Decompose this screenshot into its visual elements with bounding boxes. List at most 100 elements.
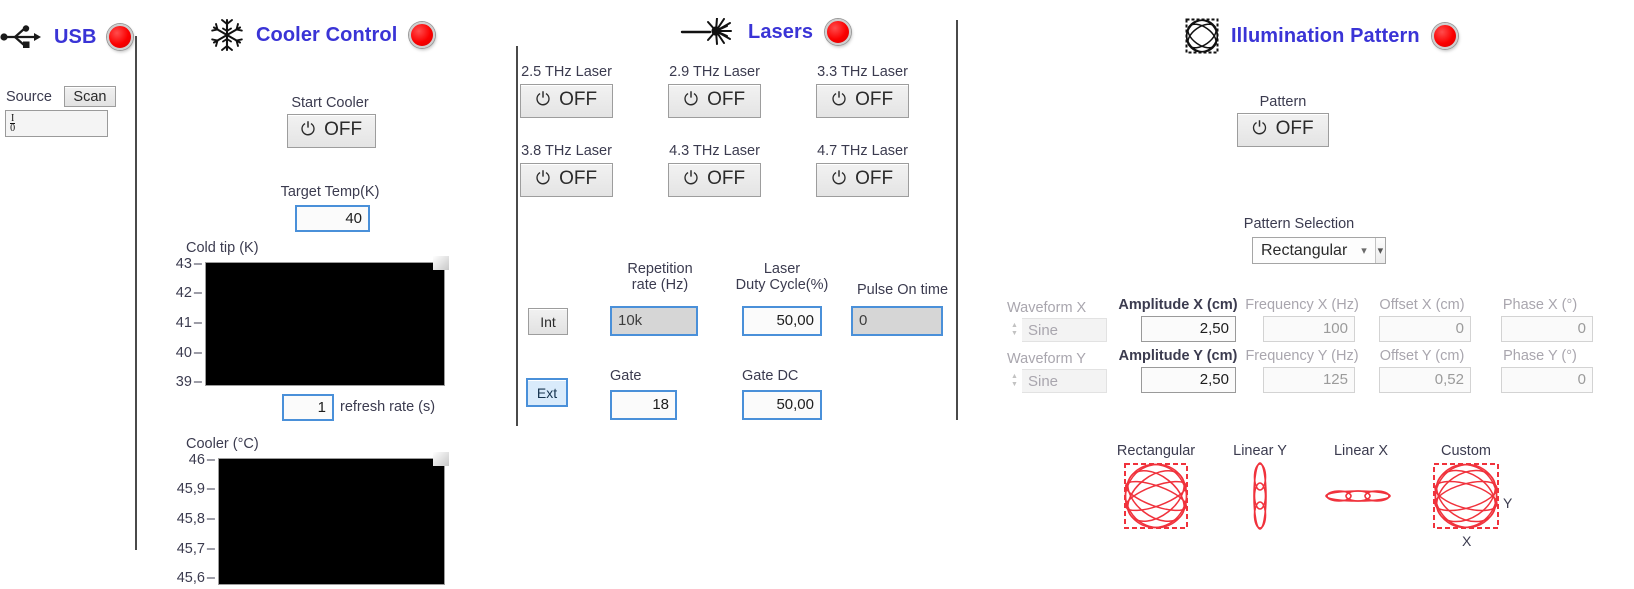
pattern-selection-label: Pattern Selection xyxy=(1243,216,1355,232)
y-tick: 42 xyxy=(176,285,205,301)
gate-dc-label: Gate DC xyxy=(742,368,799,384)
frequency-y-input[interactable] xyxy=(1263,367,1355,393)
thumbnail-custom[interactable]: Custom Y X xyxy=(1431,443,1527,549)
laser-cell: 2.5 THz Laser ⏻ OFF xyxy=(520,64,613,118)
y-tick: 40 xyxy=(176,345,205,361)
source-label: Source xyxy=(6,88,52,105)
amplitude-x-input[interactable] xyxy=(1141,316,1236,342)
y-tick: 45,6 xyxy=(177,570,218,586)
y-tick: 46 xyxy=(189,452,218,468)
linear-x-pattern-icon xyxy=(1325,490,1391,502)
amplitude-y-input[interactable] xyxy=(1141,367,1236,393)
cooler-scroll-handle[interactable] xyxy=(433,452,449,466)
cold-tip-scroll-handle[interactable] xyxy=(433,256,449,270)
power-icon: ⏻ xyxy=(535,168,551,188)
power-icon: ⏻ xyxy=(683,89,699,109)
laser-label: 4.7 THz Laser xyxy=(817,143,908,159)
offset-x-input[interactable] xyxy=(1379,316,1471,342)
laser-state: OFF xyxy=(707,168,746,189)
power-icon: ⏻ xyxy=(300,119,316,139)
offset-y-input[interactable] xyxy=(1379,367,1471,393)
laser-toggle-button[interactable]: ⏻ OFF xyxy=(668,84,761,118)
duty-cycle-label-line1: Laser xyxy=(763,261,801,277)
laser-toggle-button[interactable]: ⏻ OFF xyxy=(520,163,613,197)
offset-x-label: Offset X (cm) xyxy=(1379,297,1465,313)
waveform-x-ring[interactable]: ▲▼ Sine xyxy=(1007,318,1107,342)
usb-source-row: Source Scan xyxy=(6,86,116,107)
spinner-icon[interactable]: ▲▼ xyxy=(1011,322,1018,337)
phase-x-input[interactable] xyxy=(1501,316,1593,342)
pattern-state: OFF xyxy=(1275,118,1314,139)
y-tick: 45,7 xyxy=(177,541,218,557)
waveform-y-cell: Waveform Y ▲▼ Sine xyxy=(1007,351,1115,393)
cooler-plot-area xyxy=(218,458,445,585)
laser-label: 4.3 THz Laser xyxy=(669,143,760,159)
gate-input[interactable] xyxy=(610,390,677,420)
trigger-ext-button[interactable]: Ext xyxy=(526,378,568,407)
repetition-rate-input[interactable] xyxy=(610,306,698,336)
phase-x-label: Phase X (°) xyxy=(1502,297,1578,313)
laser-state: OFF xyxy=(855,168,894,189)
cooler-graph[interactable]: 46 45,9 45,8 45,7 45,6 xyxy=(177,452,449,586)
waveform-y-row: Waveform Y ▲▼ Sine Amplitude Y (cm) Freq… xyxy=(1007,348,1599,393)
thumbnail-linear-y[interactable]: Linear Y xyxy=(1229,443,1291,536)
phase-y-input[interactable] xyxy=(1501,367,1593,393)
illumination-title: Illumination Pattern xyxy=(1231,24,1420,47)
pattern-selection-dropdown[interactable]: Rectangular ▾ ▾ xyxy=(1252,237,1386,264)
lasers-header: Lasers xyxy=(520,17,960,46)
waveform-x-row: Waveform X ▲▼ Sine Amplitude X (cm) Freq… xyxy=(1007,297,1599,342)
thumbnail-rectangular[interactable]: Rectangular xyxy=(1115,443,1197,536)
pattern-thumbnails: Rectangular Linear Y xyxy=(1115,443,1527,549)
gate-dc-input[interactable] xyxy=(742,390,822,420)
duty-cycle-input[interactable] xyxy=(742,306,822,336)
phase-y-label: Phase Y (°) xyxy=(1503,348,1577,364)
target-temp-input[interactable] xyxy=(295,205,370,232)
laser-toggle-button[interactable]: ⏻ OFF xyxy=(816,163,909,197)
source-input[interactable]: I 0 xyxy=(5,110,108,137)
thumbnail-linear-x[interactable]: Linear X xyxy=(1323,443,1399,536)
scan-button[interactable]: Scan xyxy=(63,86,116,107)
frequency-x-cell: Frequency X (Hz) xyxy=(1241,297,1363,342)
frequency-x-input[interactable] xyxy=(1263,316,1355,342)
spinner-icon[interactable]: ▲▼ xyxy=(1011,373,1018,388)
frequency-y-label: Frequency Y (Hz) xyxy=(1245,348,1359,364)
y-tick: 43 xyxy=(176,256,205,272)
duty-cycle-label-line2: Duty Cycle(%) xyxy=(735,277,829,293)
pulse-on-time-input[interactable] xyxy=(851,306,943,336)
amplitude-x-cell: Amplitude X (cm) xyxy=(1115,297,1241,342)
start-cooler-button[interactable]: ⏻ OFF xyxy=(287,114,376,148)
pattern-selection-value: Rectangular xyxy=(1261,241,1348,259)
power-icon: ⏻ xyxy=(831,168,847,188)
laser-state: OFF xyxy=(707,89,746,110)
power-icon: ⏻ xyxy=(683,168,699,188)
thumbnail-label: Rectangular xyxy=(1116,443,1196,459)
laser-cell: 2.9 THz Laser ⏻ OFF xyxy=(668,64,761,118)
power-icon: ⏻ xyxy=(831,89,847,109)
gate-label: Gate xyxy=(610,368,642,384)
laser-cell: 4.7 THz Laser ⏻ OFF xyxy=(816,143,909,197)
trigger-int-button[interactable]: Int xyxy=(528,308,568,335)
laser-toggle-button[interactable]: ⏻ OFF xyxy=(520,84,613,118)
refresh-rate-input[interactable] xyxy=(282,394,334,421)
pulse-on-time-label: Pulse On time xyxy=(856,282,949,298)
y-tick: 45,8 xyxy=(177,511,218,527)
laser-label: 2.9 THz Laser xyxy=(669,64,760,80)
pattern-toggle-button[interactable]: ⏻ OFF xyxy=(1237,113,1329,147)
usb-title: USB xyxy=(54,25,97,48)
amplitude-y-cell: Amplitude Y (cm) xyxy=(1115,348,1241,393)
cooler-graph-title: Cooler (°C) xyxy=(186,436,259,452)
laser-cell: 4.3 THz Laser ⏻ OFF xyxy=(668,143,761,197)
frequency-x-label: Frequency X (Hz) xyxy=(1245,297,1359,313)
cooler-panel: Cooler Control Start Cooler ⏻ OFF Target… xyxy=(170,18,470,586)
dropdown-arrow-button[interactable]: ▾ xyxy=(1374,238,1385,263)
laser-toggle-button[interactable]: ⏻ OFF xyxy=(668,163,761,197)
chevron-down-icon: ▾ xyxy=(1377,245,1384,257)
waveform-x-cell: Waveform X ▲▼ Sine xyxy=(1007,300,1115,342)
laser-toggle-button[interactable]: ⏻ OFF xyxy=(816,84,909,118)
cold-tip-graph[interactable]: 43 42 41 40 39 xyxy=(176,256,449,390)
laser-label: 2.5 THz Laser xyxy=(521,64,612,80)
chevron-down-icon: ▾ xyxy=(1361,245,1367,257)
waveform-y-ring[interactable]: ▲▼ Sine xyxy=(1007,369,1107,393)
power-icon: ⏻ xyxy=(535,89,551,109)
illumination-status-led xyxy=(1431,23,1458,49)
